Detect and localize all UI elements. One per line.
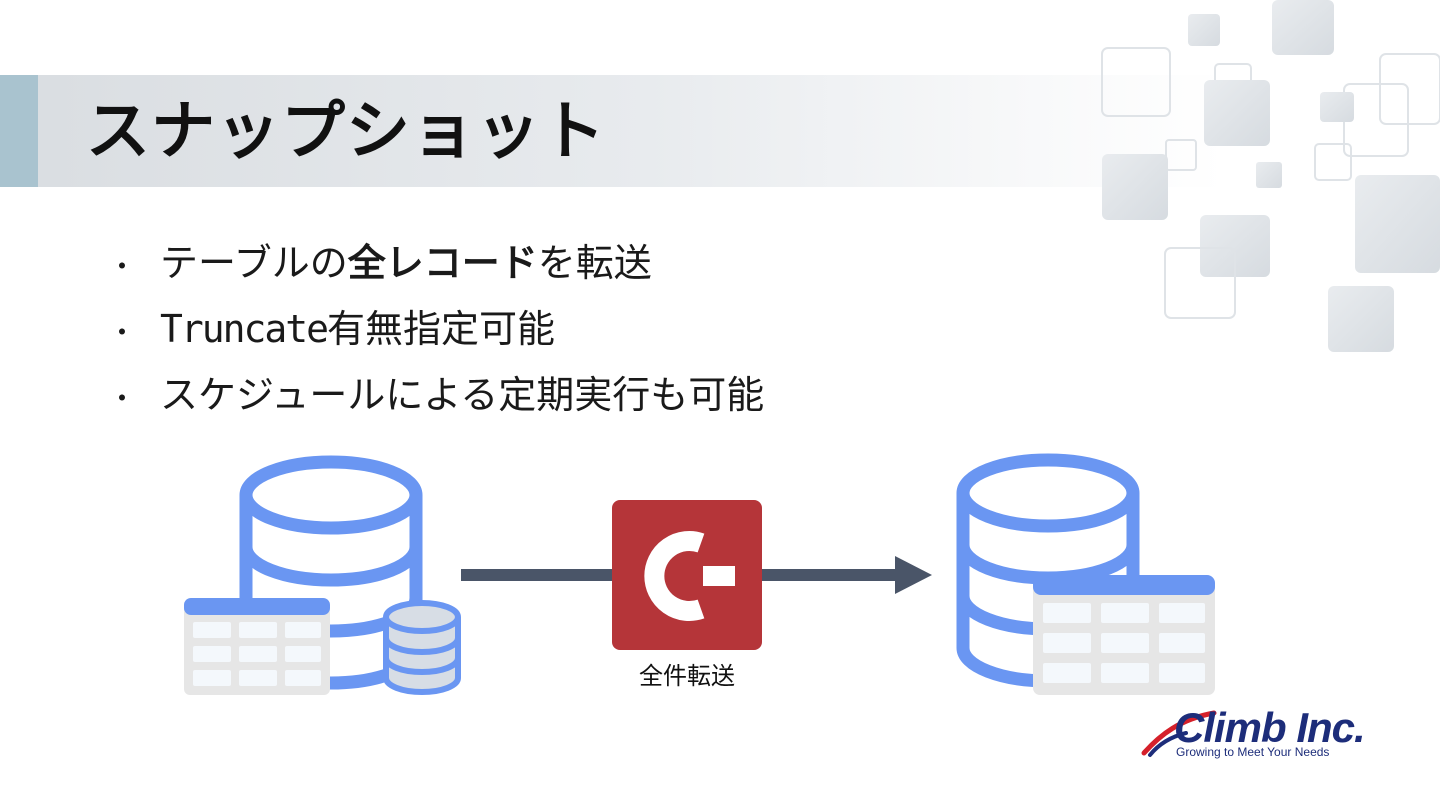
target-table-icon: [1033, 575, 1215, 695]
bullet-marker: ・: [108, 316, 137, 349]
bullet-item: ・ Truncate有無指定可能: [108, 298, 764, 364]
bullet-text-mono: Truncate: [160, 307, 329, 351]
logo-name: Climb Inc.: [1174, 704, 1366, 751]
cdata-logo-icon: [612, 500, 762, 650]
slide-title: スナップショット: [86, 95, 606, 169]
bullet-list: ・テーブルの全レコードを転送 ・Truncate有無指定可能 ・スケジュールによ…: [108, 232, 764, 430]
transfer-diagram: [184, 453, 1215, 695]
bullet-text-post: を転送: [537, 241, 652, 285]
bullet-text-pre: テーブルの: [160, 241, 348, 285]
title-band: [0, 75, 1440, 187]
bullet-item: ・スケジュールによる定期実行も可能: [108, 364, 764, 430]
company-logo: Climb Inc. Growing to Meet Your Needs: [1140, 705, 1370, 765]
bullet-text: 有無指定可能: [327, 307, 556, 351]
logo-swoosh-icon: [1141, 710, 1217, 757]
logo-tagline: Growing to Meet Your Needs: [1176, 745, 1330, 759]
bullet-text: スケジュールによる定期実行も可能: [160, 373, 765, 417]
bullet-text-bold: 全レコード: [347, 241, 538, 285]
bullet-item: ・テーブルの全レコードを転送: [108, 232, 764, 298]
bullet-marker: ・: [108, 250, 137, 283]
bullet-marker: ・: [108, 382, 137, 415]
source-table-icon: [184, 598, 330, 695]
transfer-label: 全件転送: [639, 662, 735, 690]
small-database-icon: [383, 600, 461, 695]
title-accent-bar: [0, 75, 38, 187]
decorative-squares: [1101, 0, 1440, 352]
